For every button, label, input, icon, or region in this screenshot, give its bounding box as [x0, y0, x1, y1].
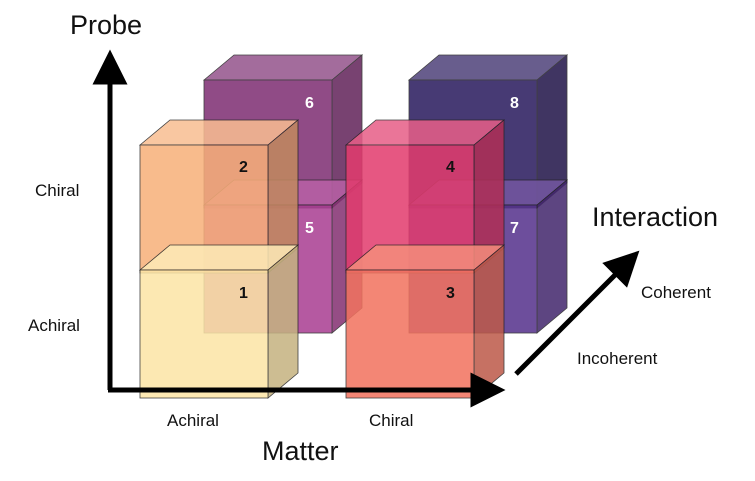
cube-7-side-face [536, 179, 568, 334]
cube-3-front-face [345, 269, 475, 399]
interaction-axis [514, 250, 640, 376]
cube-labels: 6 8 5 7 2 4 1 3 [239, 95, 519, 302]
cube-8-label: 8 [510, 95, 519, 112]
interaction-tick-coherent: Coherent [641, 283, 711, 302]
probe-tick-chiral: Chiral [35, 181, 79, 200]
cube-1-label: 1 [239, 285, 248, 302]
cube-1-side-face [267, 244, 299, 399]
probe-tick-achiral: Achiral [28, 316, 80, 335]
cube-3 [344, 244, 506, 399]
cube-7-label: 7 [510, 220, 519, 237]
matter-axis-title: Matter [262, 436, 339, 466]
cube-1 [138, 244, 300, 399]
front-layer-cubes [138, 119, 506, 399]
cube-6-label: 6 [305, 95, 314, 112]
matter-tick-achiral: Achiral [167, 411, 219, 430]
cube-3-side-face [473, 244, 505, 399]
cube-2-label: 2 [239, 159, 248, 176]
cube-4-label: 4 [446, 159, 455, 176]
cube-3-label: 3 [446, 285, 455, 302]
interaction-axis-title: Interaction [592, 202, 718, 232]
matter-tick-chiral: Chiral [369, 411, 413, 430]
interaction-tick-incoherent: Incoherent [577, 349, 658, 368]
probe-axis-title: Probe [70, 10, 142, 40]
cube-1-front-face [139, 269, 269, 399]
cube-5-label: 5 [305, 220, 314, 237]
